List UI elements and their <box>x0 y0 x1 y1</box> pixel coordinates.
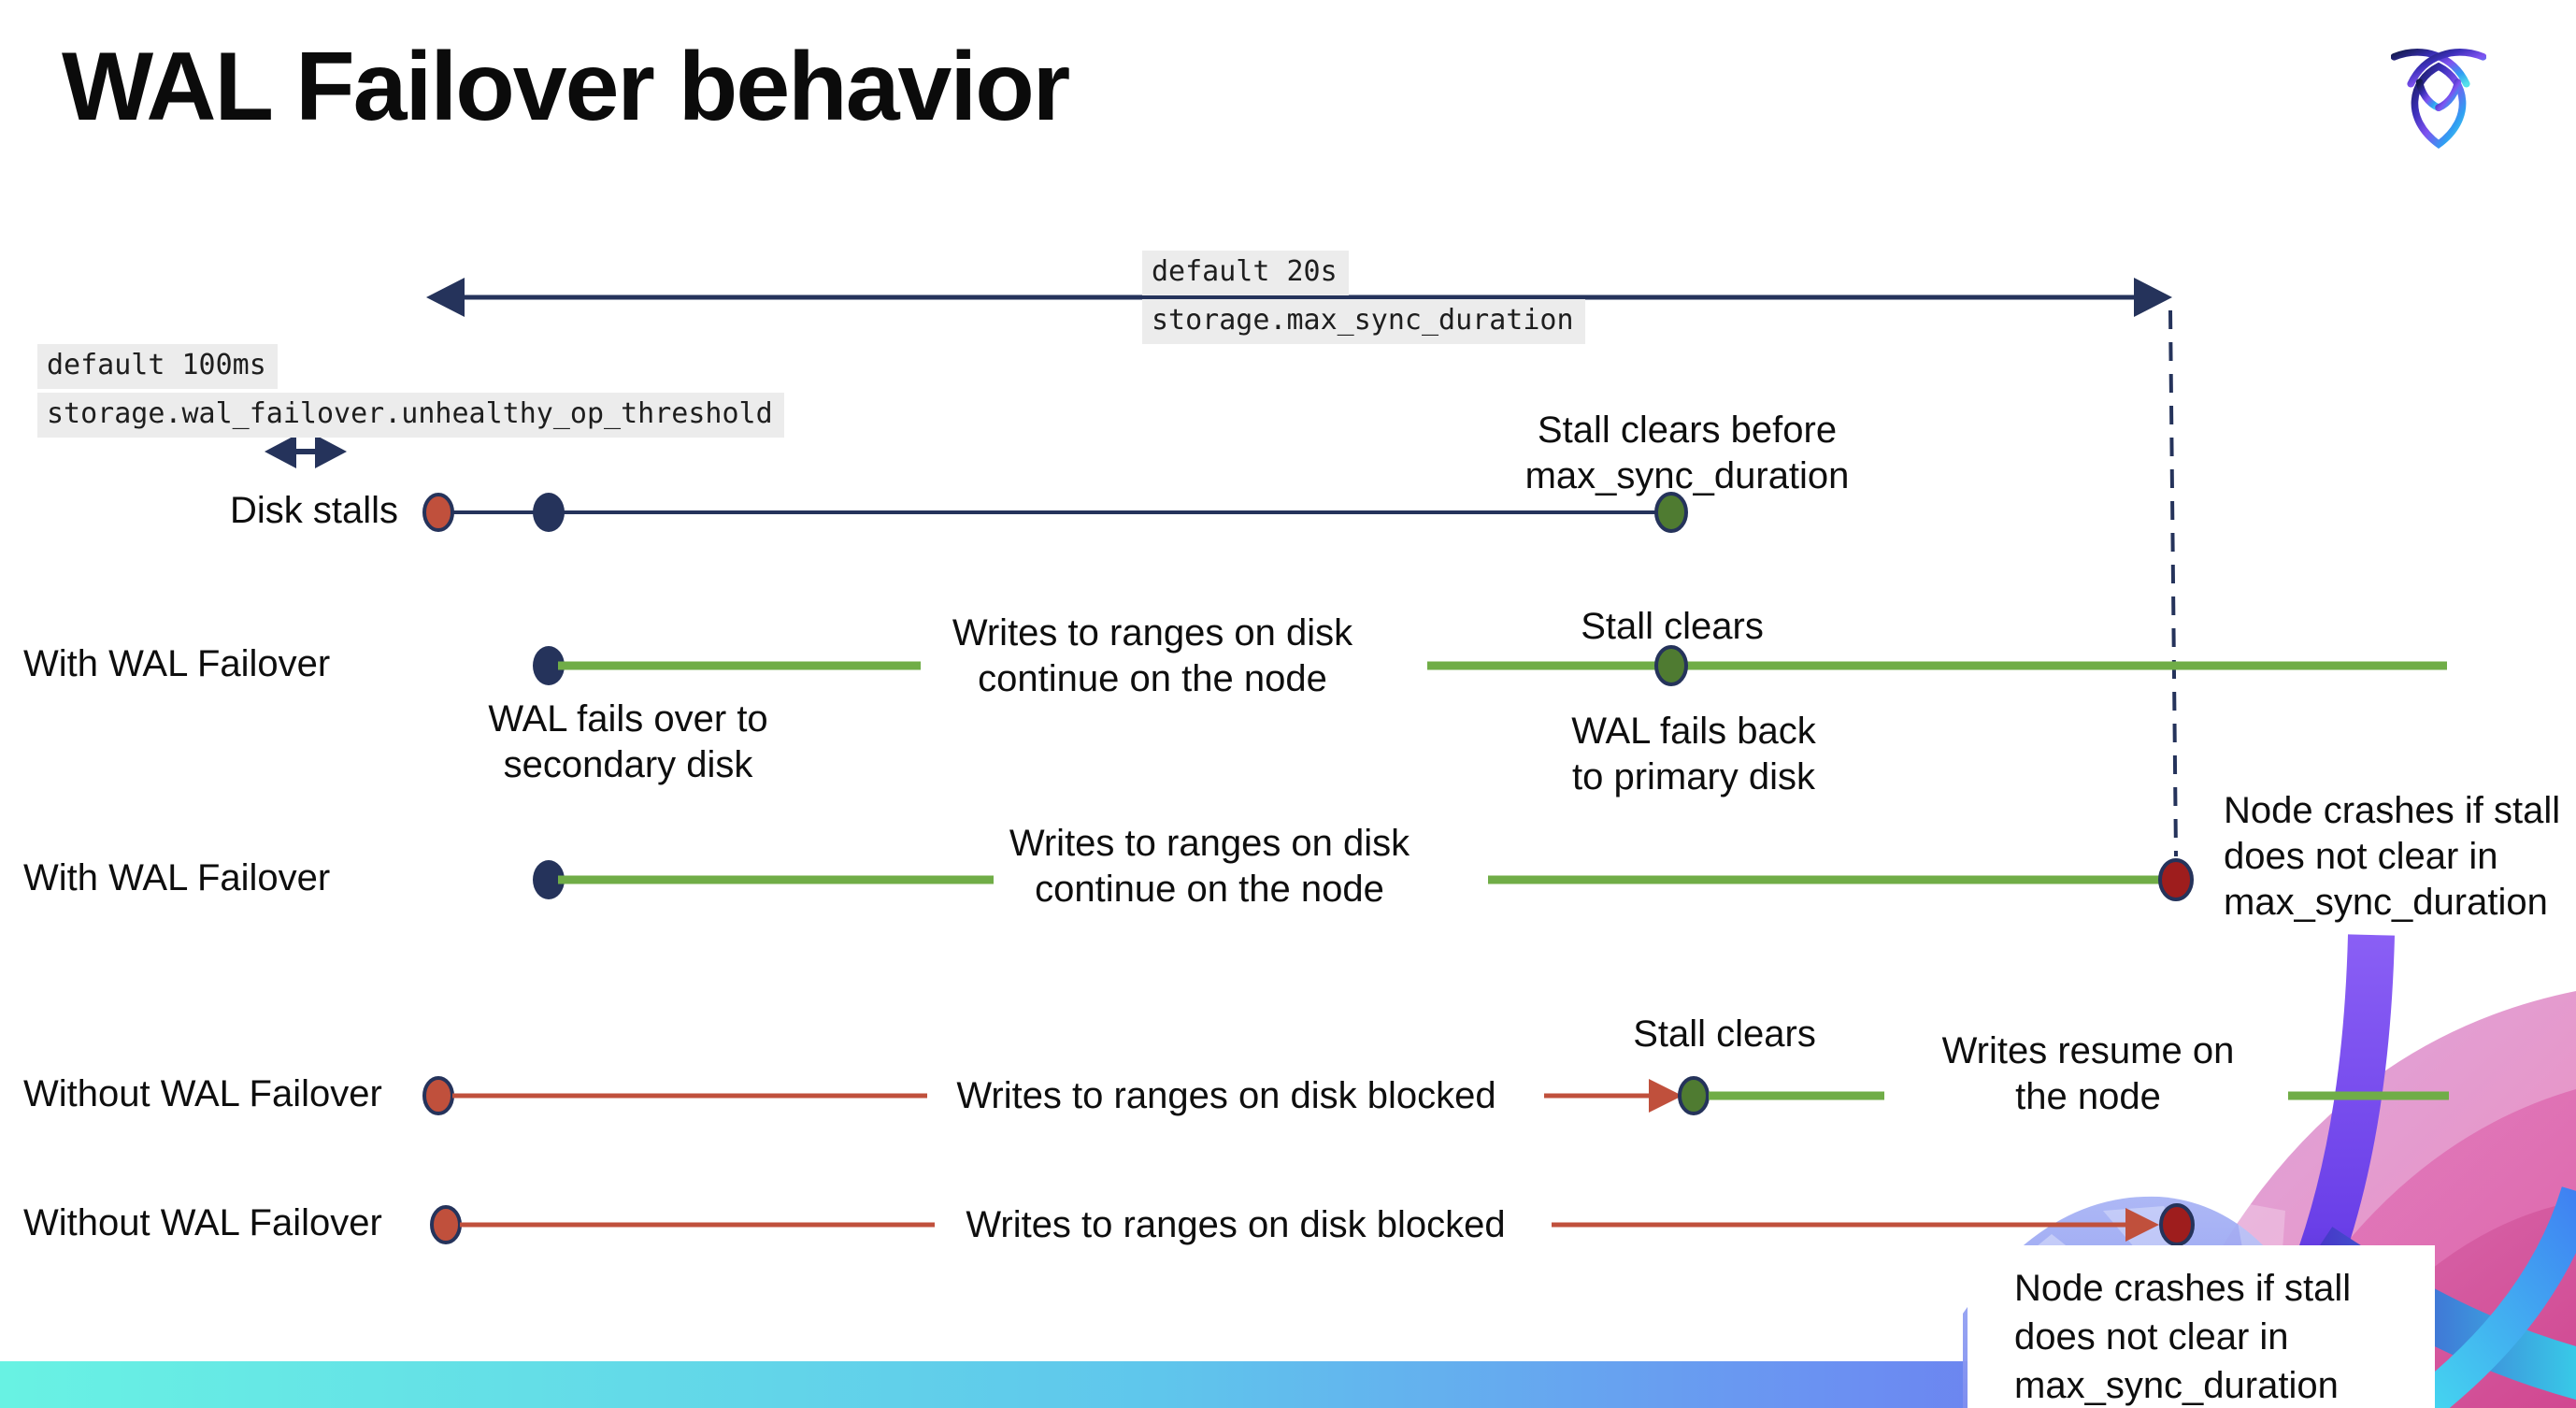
timeline-row-with-failover-clears <box>533 645 2447 686</box>
setting-name: storage.max_sync_duration <box>1142 299 1585 344</box>
logo-glyph <box>2391 49 2486 150</box>
max-sync-deadline-dashed-line <box>2168 309 2178 857</box>
annotation-writes-continue-2: Writes to ranges on disk continue on the… <box>1009 823 1410 910</box>
failover-dot <box>533 860 565 899</box>
row-label-with-wal-failover-1: With WAL Failover <box>23 643 331 684</box>
blocked-arrowhead <box>1649 1079 1682 1113</box>
node-crash-dot <box>2158 858 2194 901</box>
timeline-row-with-failover-crash <box>533 858 2194 901</box>
stall-start-dot <box>422 493 454 532</box>
annotation-writes-blocked-1: Writes to ranges on disk blocked <box>956 1075 1496 1116</box>
annotation-wal-fails-over: WAL fails over to secondary disk <box>488 698 768 785</box>
row-label-without-wal-failover-2: Without WAL Failover <box>23 1202 382 1243</box>
unhealthy-op-threshold-label: default 100ms storage.wal_failover.unhea… <box>37 344 784 441</box>
unhealthy-threshold-arrow <box>265 435 347 468</box>
max-sync-duration-arrow <box>426 278 2172 317</box>
annotation-writes-blocked-2: Writes to ranges on disk blocked <box>966 1204 1506 1245</box>
failover-dot <box>533 646 565 685</box>
timeline-row-without-failover-clears <box>422 1076 2449 1115</box>
annotation-node-crashes-2: Node crashes if stall does not clear in … <box>2014 1268 2352 1406</box>
timeline-row-disk-stalls <box>422 492 1688 533</box>
annotation-writes-continue-1: Writes to ranges on disk continue on the… <box>952 612 1353 699</box>
setting-default-value: default 100ms <box>37 344 278 389</box>
stall-start-dot <box>430 1205 462 1244</box>
row-label-without-wal-failover-1: Without WAL Failover <box>23 1073 382 1114</box>
page-title: WAL Failover behavior <box>62 33 1070 141</box>
annotation-stall-clears-2: Stall clears <box>1633 1013 1816 1055</box>
stall-start-dot <box>422 1076 454 1115</box>
threshold-dot <box>533 493 565 532</box>
annotation-wal-fails-back: WAL fails back to primary disk <box>1571 711 1816 797</box>
max-sync-duration-label: default 20s storage.max_sync_duration <box>1142 251 1585 348</box>
arrowhead-right <box>2134 278 2172 317</box>
cockroachdb-logo-icon <box>2391 49 2486 150</box>
arrowhead-left <box>265 435 296 468</box>
stall-clears-dot <box>1654 645 1688 686</box>
arrowhead-right <box>315 435 347 468</box>
row-label-disk-stalls: Disk stalls <box>230 490 399 531</box>
annotation-stall-clears-1: Stall clears <box>1581 606 1764 647</box>
timeline-row-without-failover-crash <box>430 1203 2195 1246</box>
annotation-writes-resume: Writes resume on the node <box>1941 1030 2235 1117</box>
node-crash-dot <box>2159 1203 2195 1246</box>
node-crash-note-card: Node crashes if stall does not clear in … <box>1968 1245 2435 1408</box>
setting-name: storage.wal_failover.unhealthy_op_thresh… <box>37 393 784 438</box>
row-label-with-wal-failover-2: With WAL Failover <box>23 857 331 898</box>
setting-default-value: default 20s <box>1142 251 1349 295</box>
annotation-node-crashes-1: Node crashes if stall does not clear in … <box>2224 790 2561 923</box>
blocked-arrowhead <box>2125 1208 2159 1242</box>
annotation-stall-clears-before: Stall clears before max_sync_duration <box>1524 409 1850 496</box>
stall-clears-dot <box>1654 492 1688 533</box>
arrowhead-left <box>426 278 465 317</box>
stall-clears-dot <box>1678 1076 1710 1115</box>
